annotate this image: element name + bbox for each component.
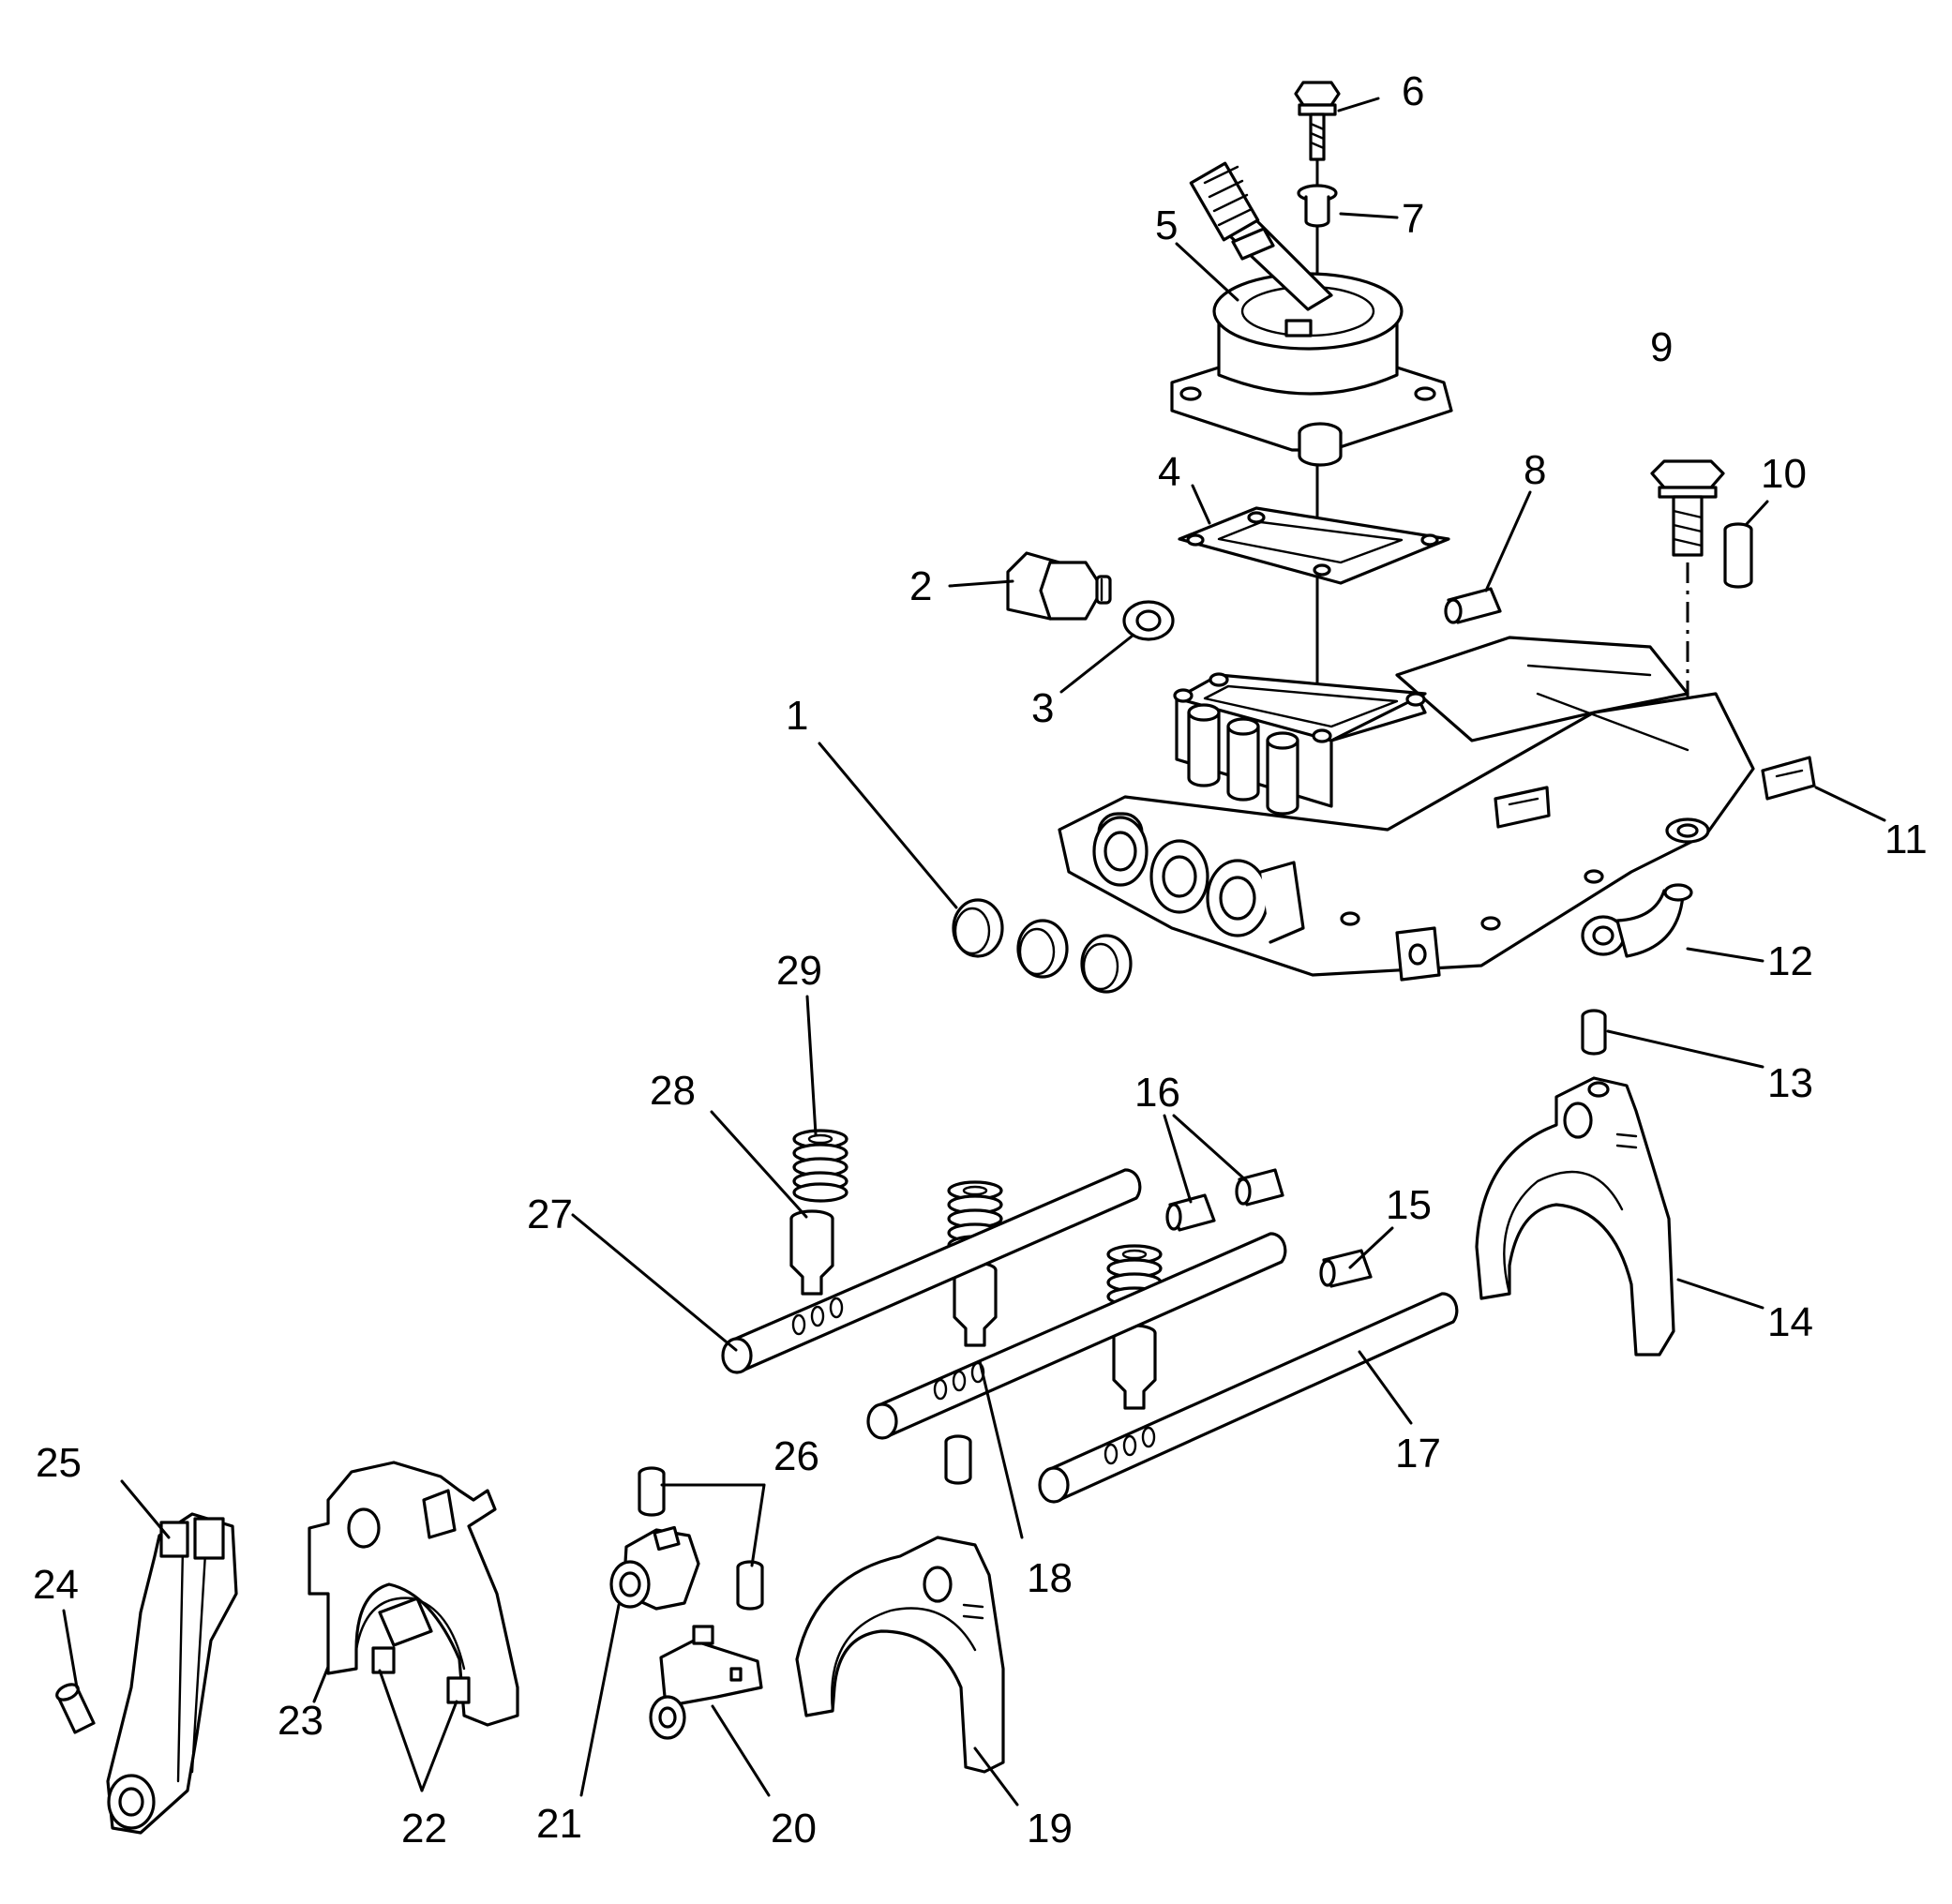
part-16-pins: [1165, 1168, 1284, 1232]
callout-9: 9: [1650, 324, 1673, 370]
callout-18: 18: [1027, 1555, 1073, 1601]
callout-7: 7: [1402, 196, 1424, 242]
callout-3: 3: [1031, 685, 1054, 731]
part-5-shift-tower: [1170, 161, 1453, 467]
part-9-bolt: [1650, 459, 1725, 557]
callout-17: 17: [1395, 1431, 1441, 1477]
callout-28: 28: [650, 1068, 696, 1114]
part-2-switch: [1006, 551, 1112, 621]
part-20-shift-lug: [649, 1625, 763, 1740]
callout-19: 19: [1027, 1806, 1073, 1852]
part-8-sleeve: [1444, 587, 1502, 624]
callout-22: 22: [401, 1806, 447, 1852]
callout-13: 13: [1767, 1060, 1813, 1106]
callout-21: 21: [536, 1801, 582, 1847]
part-4-gasket: [1178, 506, 1450, 585]
part-29-spring: [792, 1129, 848, 1203]
part-25-shift-arm: [106, 1512, 238, 1835]
part-23-shift-fork: [308, 1461, 519, 1727]
part-13-dowel: [1581, 1009, 1607, 1056]
callout-27: 27: [527, 1192, 573, 1237]
callout-25: 25: [36, 1440, 82, 1486]
callout-26: 26: [773, 1433, 819, 1479]
callout-23: 23: [278, 1698, 323, 1744]
part-10-dowel: [1723, 522, 1753, 589]
part-14-shift-fork: [1475, 1076, 1675, 1357]
callout-14: 14: [1767, 1299, 1813, 1345]
callout-5: 5: [1155, 202, 1178, 248]
part-7-sleeve: [1297, 184, 1338, 228]
part-3-washer: [1122, 600, 1175, 641]
callout-24: 24: [33, 1562, 79, 1608]
callout-20: 20: [771, 1806, 817, 1852]
part-21-shift-lug: [609, 1525, 700, 1611]
part-24-pin: [55, 1683, 96, 1734]
callout-6: 6: [1402, 68, 1424, 114]
callout-1: 1: [786, 693, 808, 739]
callout-10: 10: [1761, 451, 1807, 497]
leader-lines: [62, 97, 1886, 1807]
part-27-shift-rail: [721, 1168, 1142, 1374]
part-11-housing: [1058, 636, 1816, 982]
callout-2: 2: [909, 563, 932, 609]
part-17-shift-rail: [1038, 1292, 1459, 1504]
part-dowel-loose: [944, 1434, 972, 1485]
callout-8: 8: [1524, 447, 1546, 493]
part-12-elbow: [1581, 883, 1693, 958]
callout-4: 4: [1158, 449, 1180, 495]
callout-12: 12: [1767, 938, 1813, 984]
part-1-plugs: [952, 898, 1133, 994]
part-26-dowels: [638, 1466, 764, 1611]
callout-11: 11: [1884, 817, 1928, 862]
callout-29: 29: [776, 948, 822, 994]
part-18-shift-rail: [866, 1232, 1287, 1440]
part-28-plunger-c: [1112, 1324, 1157, 1410]
part-19-shift-fork: [795, 1536, 1005, 1774]
part-6-bolt: [1294, 81, 1341, 161]
callout-labels: 1 2 3 4 5 6 7 8 9 10 11 12 13 14 15 16 1…: [33, 68, 1928, 1852]
part-22-fork-pads: [371, 1646, 471, 1704]
callout-15: 15: [1386, 1182, 1432, 1228]
part-28-plunger: [789, 1209, 834, 1296]
callout-16: 16: [1134, 1070, 1180, 1116]
